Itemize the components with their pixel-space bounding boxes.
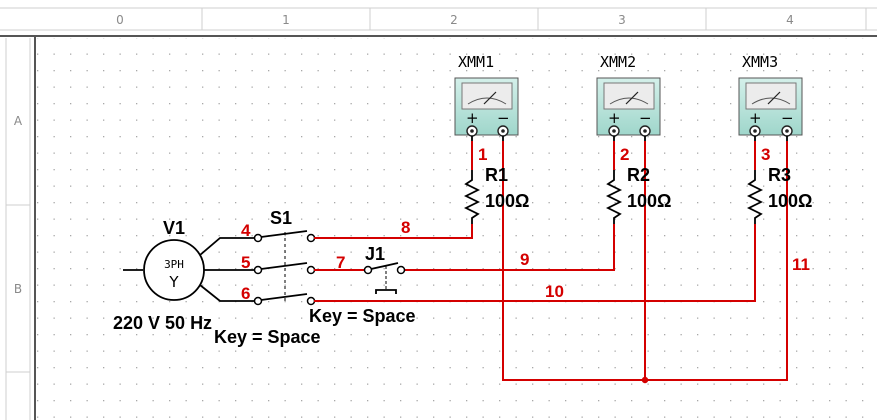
meter-face: [745, 82, 797, 110]
v1-name: V1: [163, 218, 185, 238]
resistor-r2[interactable]: R2 100Ω: [605, 165, 671, 224]
meter-scale-icon: [609, 97, 649, 105]
net-label-7: 7: [336, 253, 345, 272]
xmm3-label: XMM3: [742, 53, 778, 71]
left-ruler: A B: [0, 36, 36, 420]
phase-lead-c: [199, 284, 255, 302]
r3-name: R3: [768, 165, 791, 185]
net-label-3: 3: [761, 145, 770, 164]
source-connection-label: Y: [168, 273, 179, 291]
ruler-row-a: A: [14, 114, 23, 128]
j1-key: Key = Space: [309, 306, 416, 326]
meter-scale-icon: [467, 97, 507, 105]
wire-net-9[interactable]: [404, 224, 615, 271]
xmm3-minus: −: [781, 109, 794, 127]
needle-icon: [483, 91, 497, 105]
net-label-2: 2: [620, 145, 629, 164]
net-label-10: 10: [545, 282, 564, 301]
ruler-row-b: B: [14, 282, 22, 296]
wire-net-10[interactable]: [318, 224, 756, 302]
net-label-6: 6: [241, 284, 250, 303]
needle-icon: [767, 91, 781, 105]
three-phase-source-v1[interactable]: V1 3PH Y 220 V 50 Hz: [113, 218, 255, 333]
xmm1-plus: +: [466, 109, 479, 127]
resistor-r3[interactable]: R3 100Ω: [746, 165, 812, 224]
multimeter-xmm3[interactable]: XMM3 + −: [738, 53, 803, 141]
r1-name: R1: [485, 165, 508, 185]
top-ruler: 0 1 2 3 4: [0, 0, 877, 38]
ruler-col-1: 1: [282, 13, 290, 27]
j1-name: J1: [365, 244, 385, 264]
wire-net-8[interactable]: [318, 224, 473, 239]
r3-value: 100Ω: [768, 191, 812, 211]
net-label-4: 4: [241, 221, 251, 240]
ruler-col-2: 2: [450, 13, 458, 27]
s1-key: Key = Space: [214, 327, 321, 347]
r2-value: 100Ω: [627, 191, 671, 211]
net-label-8: 8: [401, 218, 410, 237]
needle-icon: [625, 91, 639, 105]
xmm2-minus: −: [639, 109, 652, 127]
s1-name: S1: [270, 208, 292, 228]
meter-scale-icon: [751, 97, 791, 105]
source-type-label: 3PH: [164, 258, 184, 271]
switch-j1[interactable]: J1 Key = Space: [309, 244, 416, 326]
ruler-col-0: 0: [116, 13, 124, 27]
xmm3-plus: +: [749, 109, 762, 127]
xmm1-minus: −: [497, 109, 510, 127]
net-label-11: 11: [792, 255, 810, 274]
xmm1-label: XMM1: [458, 53, 494, 71]
resistor-r1[interactable]: R1 100Ω: [463, 165, 529, 224]
net-label-9: 9: [520, 250, 529, 269]
junction-dot: [641, 376, 649, 384]
meter-face: [603, 82, 655, 110]
net-label-1: 1: [478, 145, 487, 164]
net-labels: 1 2 3 4 5 6 7 8 9 10 11: [241, 145, 810, 303]
xmm2-plus: +: [608, 109, 621, 127]
switch-s1[interactable]: S1 Key = Space: [214, 208, 321, 347]
r2-name: R2: [627, 165, 650, 185]
ruler-col-4: 4: [786, 13, 794, 27]
net-label-5: 5: [241, 253, 250, 272]
meter-face: [461, 82, 513, 110]
source-rating: 220 V 50 Hz: [113, 313, 212, 333]
pushbutton-icon: [375, 289, 397, 294]
r1-value: 100Ω: [485, 191, 529, 211]
phase-lead-a: [199, 237, 255, 256]
multimeter-xmm2[interactable]: XMM2 + −: [596, 53, 661, 141]
multimeter-xmm1[interactable]: XMM1 + −: [454, 53, 519, 141]
xmm2-label: XMM2: [600, 53, 636, 71]
ruler-col-3: 3: [618, 13, 626, 27]
wires: [318, 141, 788, 384]
